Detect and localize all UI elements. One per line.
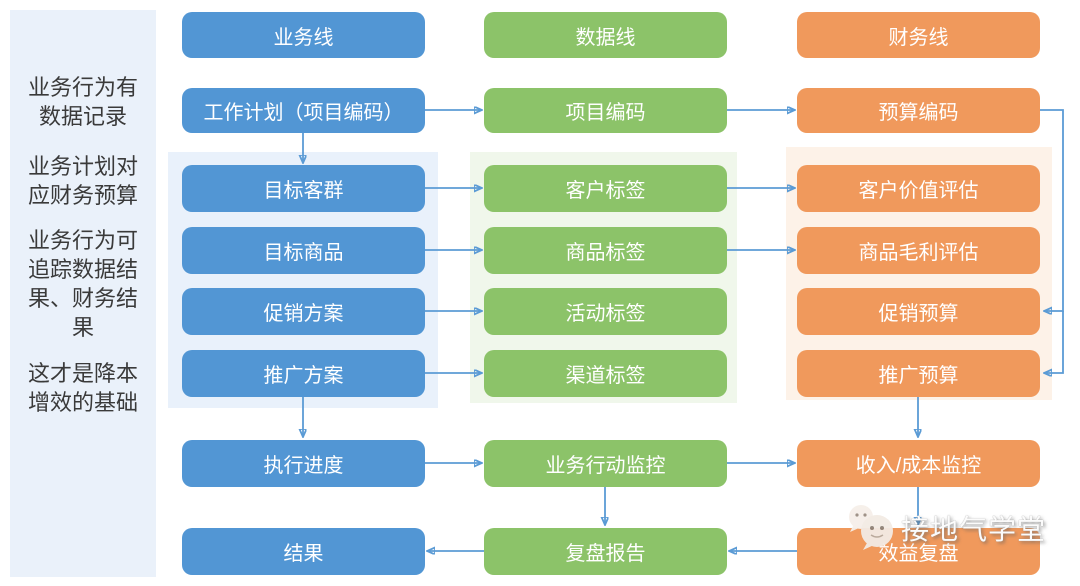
box-customer-tags: 客户标签 — [484, 165, 727, 212]
box-promotion-budget: 促销预算 — [797, 288, 1040, 335]
box-result: 结果 — [182, 528, 425, 575]
header-data-line: 数据线 — [484, 12, 727, 58]
box-revenue-cost-monitor: 收入/成本监控 — [797, 440, 1040, 487]
sidebar-note: 业务计划对应财务预算 — [27, 154, 138, 208]
box-channel-tags: 渠道标签 — [484, 350, 727, 397]
box-business-action-monitor: 业务行动监控 — [484, 440, 727, 487]
header-business-line: 业务线 — [182, 12, 425, 58]
box-campaign-budget: 推广预算 — [797, 350, 1040, 397]
box-promotion-plan: 促销方案 — [182, 288, 425, 335]
box-target-customers: 目标客群 — [182, 165, 425, 212]
box-product-margin-eval: 商品毛利评估 — [797, 227, 1040, 274]
box-budget-code: 预算编码 — [797, 88, 1040, 133]
watermark: 接地气学堂 — [843, 500, 1068, 556]
box-work-plan: 工作计划（项目编码） — [182, 88, 425, 133]
sidebar-note: 业务行为有数据记录 — [27, 75, 138, 129]
box-target-products: 目标商品 — [182, 227, 425, 274]
box-campaign-plan: 推广方案 — [182, 350, 425, 397]
box-activity-tags: 活动标签 — [484, 288, 727, 335]
box-review-report: 复盘报告 — [484, 528, 727, 575]
box-product-tags: 商品标签 — [484, 227, 727, 274]
watermark-text: 接地气学堂 — [901, 514, 1047, 545]
header-finance-line: 财务线 — [797, 12, 1040, 58]
sidebar-note: 业务行为可追踪数据结果、财务结果 — [27, 228, 138, 340]
chat-bubbles-icon — [849, 505, 893, 550]
sidebar-note: 这才是降本增效的基础 — [27, 361, 138, 415]
sidebar-notes-panel: 业务行为有数据记录 业务计划对应财务预算 业务行为可追踪数据结果、财务结果 这才… — [10, 10, 156, 577]
box-customer-value-eval: 客户价值评估 — [797, 165, 1040, 212]
box-execution-progress: 执行进度 — [182, 440, 425, 487]
box-project-code: 项目编码 — [484, 88, 727, 133]
box-benefit-review: 效益复盘 — [797, 528, 1040, 575]
